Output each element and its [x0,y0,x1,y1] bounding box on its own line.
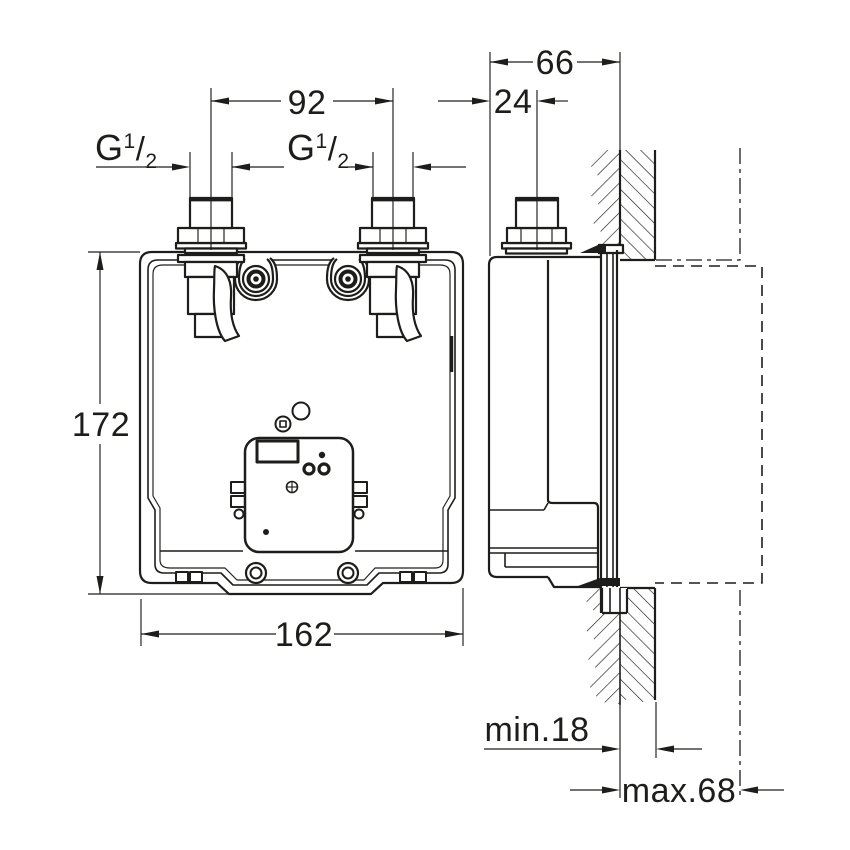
dimension-pipe-axis: 24 [438,83,568,121]
dimension-wall-max: max.68 [570,758,784,810]
wall-plate [578,243,629,615]
bottom-screw-right [336,561,360,585]
dimension-pipe-spacing: 92 [211,84,393,122]
box-inner-rim-2 [152,264,451,581]
thread-label-left: G1/2 [95,127,158,173]
finished-wall-reference [655,148,741,798]
dimension-box-width: 162 [140,588,464,654]
wall-section-lower [585,586,657,705]
dimension-wall-min: min.18 [484,702,702,758]
wall-section-upper [586,150,657,262]
dimension-box-height: 172 [72,251,230,595]
bottom-clips-right [399,571,427,583]
bottom-clips-left [175,571,203,583]
clamp-seal-upper [580,245,606,253]
dimensions: 92 G1/2 G1/2 1 [72,44,784,810]
box-inner-rim [147,259,456,586]
thread-label-right: G1/2 [287,127,350,173]
mounting-lug-right [325,256,371,302]
mounting-lug-left [233,256,279,302]
pipe-side [500,90,573,255]
dim-wall-min-label: min.18 [484,711,589,749]
module-screw [285,480,299,494]
dim-pipe-spacing-label: 92 [288,84,327,122]
dim-box-depth-label: 66 [536,44,575,82]
cable-grommets [274,401,311,433]
side-view [487,90,763,798]
dimension-box-depth: 66 [489,44,621,256]
trim-envelope-dashed [655,265,763,584]
dim-wall-max-label: max.68 [622,772,737,810]
dimension-thread-right: G1/2 [231,127,466,197]
clamp-seal-lower [578,578,620,586]
dimension-thread-left: G1/2 [95,127,191,197]
control-module [230,436,368,554]
module-connector [255,439,300,464]
dim-box-width-label: 162 [275,616,333,654]
bottom-screw-left [244,561,268,585]
dim-pipe-axis-label: 24 [494,83,533,121]
side-slot [450,336,454,372]
wall-plate-lower-tab [600,588,629,615]
front-view [138,86,465,596]
dim-box-height-label: 172 [72,406,130,444]
box-side-body [487,255,601,589]
